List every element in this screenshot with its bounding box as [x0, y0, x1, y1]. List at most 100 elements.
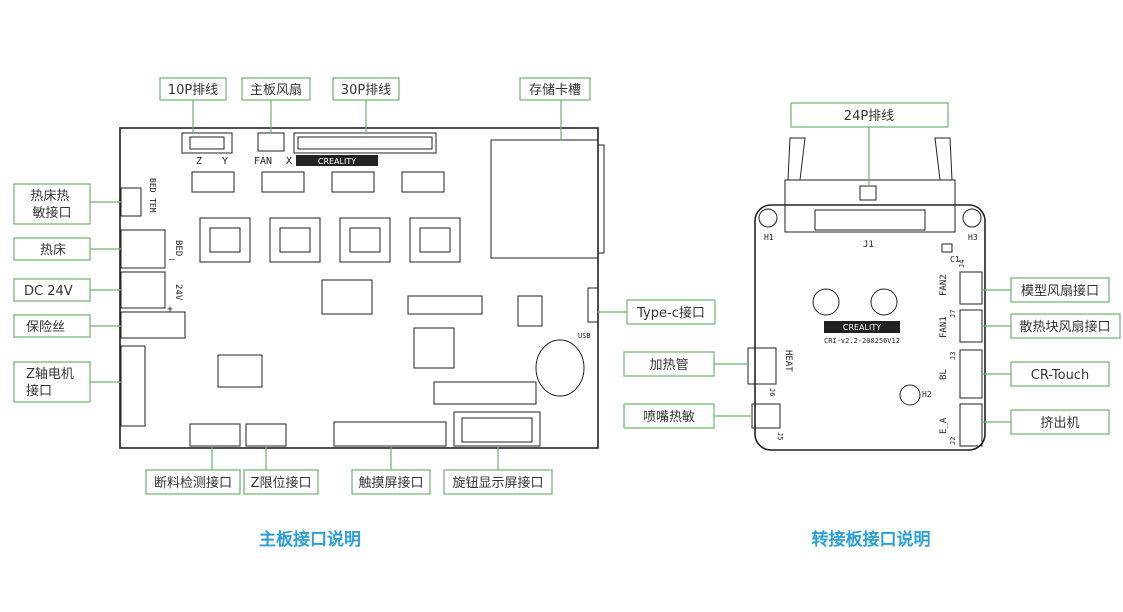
silk-usb: USB [578, 332, 591, 340]
connector-z-motor [120, 345, 146, 427]
usb-chip [517, 295, 543, 327]
component-block-left [217, 354, 263, 388]
adapter-version: CRI-v2.2-200256V12 [824, 337, 900, 345]
label-typec-box [626, 299, 716, 325]
label-knob: 旋钮显示屏接口 [452, 475, 543, 491]
led-left [812, 288, 840, 316]
silk-fan1: FAN1 [939, 316, 949, 338]
label-30p: 30P排线 [341, 83, 391, 98]
connector-30p-inner [297, 136, 433, 150]
label-sd-box [519, 77, 591, 101]
adapter-board-caption: 转接板接口说明 [812, 529, 931, 550]
connector-30p [293, 132, 437, 154]
silk-fan2: FAN2 [939, 274, 949, 296]
silk-j4: J4 [958, 260, 966, 268]
creality-logo-plate [296, 155, 378, 166]
connector-j2-ea [959, 403, 983, 447]
silk-h2: H2 [922, 390, 932, 399]
driver-chip-4 [419, 227, 451, 253]
fuse [120, 311, 186, 339]
silk-tem: TEM [148, 198, 157, 213]
silk-plus: + [167, 304, 173, 315]
silk-fan: FAN [254, 156, 272, 167]
connector-j6-heat [747, 347, 777, 385]
mcu-chip [413, 327, 455, 369]
component-group-4 [401, 171, 445, 193]
silk-c1: C1 [950, 255, 960, 264]
label-extruder: 挤出机 [1040, 416, 1079, 431]
main-board: Z Y FAN X CREALITY BED TEM BED 24V — + [119, 127, 605, 449]
silk-j2: J2 [949, 437, 957, 445]
stepper-driver-4 [409, 217, 461, 263]
main-board-labels: 10P排线 主板风扇 30P排线 存储卡槽 热床热 敏接口 热床 DC 24V … [13, 77, 716, 495]
mount-hole-h1 [758, 208, 778, 228]
component-group-1 [191, 171, 235, 193]
connector-touch [333, 421, 447, 447]
silk-h3: H3 [968, 233, 978, 242]
label-touch-box [351, 469, 431, 495]
silk-j5: J5 [776, 432, 784, 440]
connector-10p-inner [189, 136, 225, 150]
label-bed-therm-line-1: 热床热 [30, 189, 69, 204]
silk-x: X [286, 156, 292, 167]
label-sd: 存储卡槽 [529, 83, 581, 98]
capacitor-c1 [941, 243, 953, 253]
label-heatsink-fan: 散热块风扇接口 [1019, 319, 1110, 335]
adapter-board: J1 H1 H3 H2 C1 CREALITY CRI-v2.2-200256V… [747, 137, 986, 451]
label-touch: 触摸屏接口 [358, 475, 423, 491]
component-group-2 [261, 171, 305, 193]
silk-minus: — [169, 255, 175, 265]
label-24p-box [790, 102, 949, 128]
label-crtouch-box [1010, 361, 1110, 387]
stepper-driver-1 [199, 217, 251, 263]
adapter-logo: CREALITY [843, 323, 881, 332]
connector-knob [453, 411, 541, 447]
driver-chip-3 [349, 227, 381, 253]
label-filament-box [145, 469, 241, 495]
label-24p: 24P排线 [844, 109, 894, 124]
silk-j3: J3 [949, 352, 957, 360]
creality-logo: CREALITY [318, 157, 356, 166]
adapter-board-labels: 24P排线 加热管 喷嘴热敏 模型风扇接口 散热块风扇接口 CR-Touch 挤… [623, 102, 1121, 435]
label-fan: 主板风扇 [250, 82, 302, 98]
component-group-3 [331, 171, 375, 193]
silk-j6: J6 [768, 388, 776, 396]
connector-24p-latch-left [787, 137, 806, 181]
silk-bl: BL [939, 369, 949, 380]
main-board-outline [119, 127, 599, 449]
resistor-array [407, 295, 483, 315]
connector-24p-latch-right [934, 137, 953, 181]
label-zmotor-line-2: 接口 [26, 383, 52, 399]
label-crtouch: CR-Touch [1031, 368, 1089, 383]
connector-filament [189, 423, 241, 447]
label-zmotor: Z轴电机 接口 [26, 367, 78, 399]
label-dc: DC 24V [24, 284, 73, 299]
adapter-logo-plate [824, 321, 900, 333]
silk-z: Z [196, 156, 202, 167]
driver-chip-1 [209, 227, 241, 253]
connector-10p [181, 132, 233, 154]
sd-card-edge [597, 144, 605, 254]
mount-hole-h3 [962, 208, 982, 228]
label-bed-therm-box [13, 183, 91, 225]
label-filament: 断料检测接口 [154, 475, 232, 491]
usb-typec-port [587, 287, 599, 323]
connector-knob-inner [461, 417, 533, 443]
driver-chip-2 [279, 227, 311, 253]
label-nozzle-therm: 喷嘴热敏 [643, 410, 695, 425]
led-right [870, 288, 898, 316]
silk-bed-2: BED [173, 240, 183, 256]
component-block-center [321, 279, 373, 315]
label-fuse: 保险丝 [26, 320, 65, 335]
label-heat-tube-box [623, 351, 715, 377]
label-model-fan-box [1010, 277, 1110, 303]
silk-j7: J7 [949, 310, 957, 318]
buzzer [535, 339, 585, 397]
connector-24p [784, 179, 956, 233]
label-model-fan: 模型风扇接口 [1021, 283, 1099, 299]
label-fan-box [241, 77, 311, 101]
connector-24p-slot [814, 209, 926, 231]
label-10p: 10P排线 [168, 83, 218, 98]
label-zmotor-line-1: Z轴电机 [26, 367, 74, 382]
